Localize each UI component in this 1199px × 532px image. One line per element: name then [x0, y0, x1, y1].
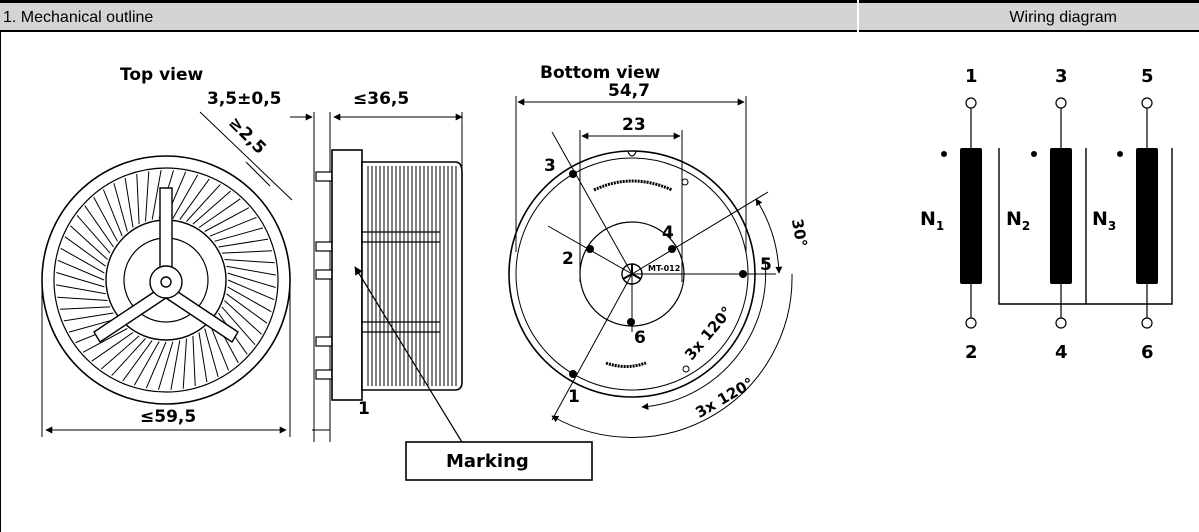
- dim-pin-spacing: 3,5±0,5: [207, 89, 281, 109]
- winding-label-2: N2: [1006, 208, 1030, 233]
- top-view-label: Top view: [120, 65, 204, 85]
- marking-leader: [354, 266, 469, 453]
- bottom-view-label: Bottom view: [540, 63, 661, 83]
- top-view: Top view ≤59,5 ≥2,5: [41, 65, 293, 437]
- top-outer-ring: [41, 155, 291, 405]
- wiring-header: Wiring diagram: [858, 0, 1199, 32]
- wiring-pin-1: 1: [965, 66, 978, 87]
- winding-label-3: N3: [1092, 208, 1116, 233]
- side-base-plate: [331, 149, 363, 401]
- bottom-pin-6-label: 6: [634, 328, 646, 348]
- bottom-pin-3-label: 3: [544, 156, 556, 176]
- angle-120-b: 3x 120°: [692, 374, 757, 422]
- wiring-diagram: 1 3 5 2 4 6: [920, 66, 1173, 363]
- wiring-pin-6: 6: [1141, 342, 1154, 363]
- angle-120-a: 3x 120°: [681, 303, 736, 364]
- bottom-pin-1-label: 1: [568, 387, 580, 407]
- stamp-top: [593, 179, 673, 192]
- side-winding-fins: [367, 166, 457, 386]
- side-pin-label: 1: [358, 399, 370, 419]
- top-winding-outer: [53, 167, 279, 393]
- dim-height: ≤36,5: [353, 89, 409, 109]
- winding-separators: [998, 148, 1173, 305]
- wiring-pin-5: 5: [1141, 66, 1154, 87]
- bottom-pins: [569, 170, 747, 378]
- marking-label: Marking: [446, 451, 529, 472]
- section-title: 1. Mechanical outline: [3, 9, 154, 26]
- bottom-pin-2-label: 2: [562, 249, 574, 269]
- dim-pin-pitch: ≥2,5: [224, 113, 270, 159]
- wiring-pin-4: 4: [1055, 342, 1068, 363]
- bottom-view: Bottom view 54,7 23: [508, 63, 811, 438]
- wiring-pin-3: 3: [1055, 66, 1068, 87]
- marking-box: [405, 441, 593, 481]
- mounting-spider: [93, 187, 239, 343]
- wiring-title: Wiring diagram: [1009, 9, 1117, 26]
- frame-left-border: [0, 32, 1, 532]
- header-divider: [857, 0, 859, 32]
- dim-bottom-diameter: 54,7: [608, 81, 650, 101]
- winding-3: [1117, 97, 1158, 329]
- bottom-pin-4-label: 4: [662, 223, 674, 243]
- wiring-pin-2: 2: [965, 342, 978, 363]
- part-text: MT-012: [648, 264, 680, 273]
- winding-1: [941, 97, 982, 329]
- angle-30: 30°: [788, 217, 811, 248]
- dim-diameter: ≤59,5: [140, 407, 196, 427]
- stamp-bottom: [605, 361, 647, 368]
- winding-2: [1031, 97, 1072, 329]
- drawing-canvas: Top view ≤59,5 ≥2,5 3,5: [41, 63, 1173, 481]
- dim-inner: 23: [622, 115, 646, 135]
- winding-label-1: N1: [920, 208, 944, 233]
- section-header: 1. Mechanical outline: [0, 0, 858, 32]
- bottom-holes: [681, 178, 690, 373]
- side-view: 3,5±0,5 ≤36,5 1: [207, 89, 469, 453]
